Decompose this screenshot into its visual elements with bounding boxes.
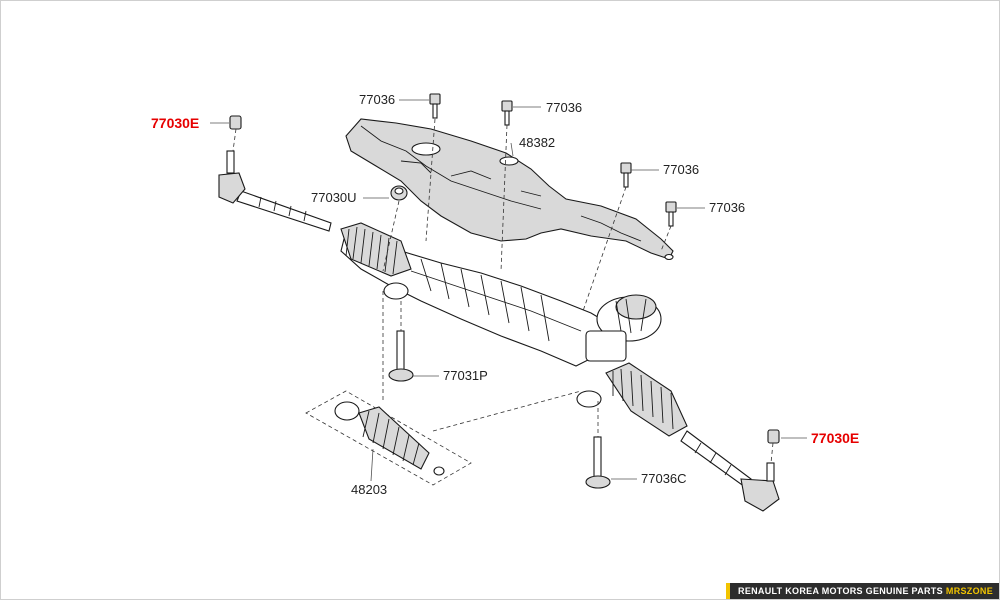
nut-77030e-left-part [229,115,242,130]
leader-lines [210,99,807,482]
bolt-77036-part-1 [429,93,441,119]
label-77036-top-center[interactable]: 77036 [359,92,395,107]
bolt-77036-part-4 [665,201,677,227]
label-48203[interactable]: 48203 [351,482,387,497]
label-48382[interactable]: 48382 [519,135,555,150]
bolt-77036c-part [585,436,611,489]
footer-banner: RENAULT KOREA MOTORS GENUINE PARTS MRSZO… [726,583,999,599]
footer-brand-text: RENAULT KOREA MOTORS GENUINE PARTS [738,586,943,596]
bolt-77031p-part [388,330,414,382]
label-77030e-left[interactable]: 77030E [151,115,199,131]
rack-housing-part [340,222,688,437]
label-77030u[interactable]: 77030U [311,190,357,205]
boot-kit-part [305,390,472,486]
label-77036-right-1[interactable]: 77036 [663,162,699,177]
label-77030e-right[interactable]: 77030E [811,430,859,446]
tie-rod-right [680,430,780,512]
label-77031p[interactable]: 77031P [443,368,488,383]
label-77036-right-2[interactable]: 77036 [709,200,745,215]
tie-rod-left [218,150,332,232]
bolt-77036-part-2 [501,100,513,126]
bolt-77036-part-3 [620,162,632,188]
nut-77030u-part [390,185,408,201]
nut-77030e-right-part [767,429,780,444]
heat-shield-part [345,118,674,261]
alignment-lines [232,118,774,464]
label-77036-top-right[interactable]: 77036 [546,100,582,115]
label-77036c[interactable]: 77036C [641,471,687,486]
footer-site-text: MRSZONE [945,586,993,596]
